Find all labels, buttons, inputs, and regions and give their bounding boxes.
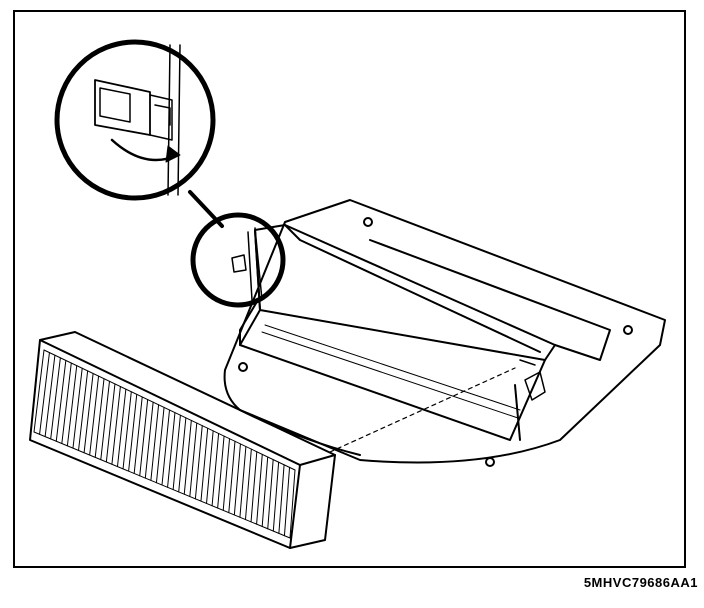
filter-pleat <box>194 425 203 500</box>
filter-pleat <box>50 357 61 440</box>
filter-pleat <box>133 396 143 474</box>
filter-pleat <box>100 380 110 461</box>
filter-pleat <box>278 464 285 534</box>
filter-pleat <box>122 391 132 470</box>
filter-pleat <box>83 372 94 454</box>
filter-pleat <box>111 386 121 465</box>
filter-pleat <box>155 406 165 484</box>
filter-pleat <box>222 438 231 511</box>
filter-housing <box>239 224 556 441</box>
filter-pleat <box>128 393 138 472</box>
filter-pleat <box>200 427 209 502</box>
filter-pleat <box>267 459 274 530</box>
filter-pleat <box>256 453 263 525</box>
filter-pleat <box>161 409 170 486</box>
retaining-clip-detail-circle <box>54 39 286 308</box>
filter-pleat <box>72 367 83 449</box>
figure-reference-code: 5MHVC79686AA1 <box>583 575 698 590</box>
filter-pleat <box>250 451 258 523</box>
filter-pleat <box>150 404 160 481</box>
filter-pleat <box>272 461 280 532</box>
figure-frame <box>13 10 686 568</box>
filter-pleat <box>167 412 176 488</box>
filter-pleat <box>244 448 252 521</box>
cabin-air-filter <box>29 331 336 549</box>
filter-pleat <box>33 349 45 433</box>
filter-pleat <box>228 440 236 514</box>
filter-pleat <box>44 354 56 438</box>
filter-pleat <box>189 422 198 498</box>
glove-box-door <box>223 199 666 467</box>
filter-pleat <box>239 446 247 518</box>
filter-pleat <box>78 370 89 451</box>
install-direction-line <box>329 367 516 453</box>
filter-pleat <box>105 383 116 463</box>
filter-pleat <box>144 401 154 479</box>
filter-pleat <box>289 469 296 539</box>
filter-pleat <box>39 352 50 435</box>
filter-pleat <box>217 435 225 509</box>
filter-pleat <box>55 359 67 442</box>
filter-pleat <box>66 365 78 447</box>
filter-pleat <box>283 466 291 537</box>
filter-pleat <box>89 375 100 456</box>
filter-pleat <box>172 414 181 491</box>
filter-pleat <box>183 419 192 495</box>
filter-pleat <box>116 388 127 468</box>
filter-pleat <box>61 362 72 445</box>
filter-pleat <box>178 417 187 493</box>
filter-pleat <box>211 432 220 507</box>
filter-pleat <box>94 378 105 458</box>
filter-pleat <box>139 399 149 477</box>
filter-pleat <box>261 456 269 527</box>
filter-pleat <box>233 443 241 516</box>
filter-pleat <box>206 430 214 504</box>
